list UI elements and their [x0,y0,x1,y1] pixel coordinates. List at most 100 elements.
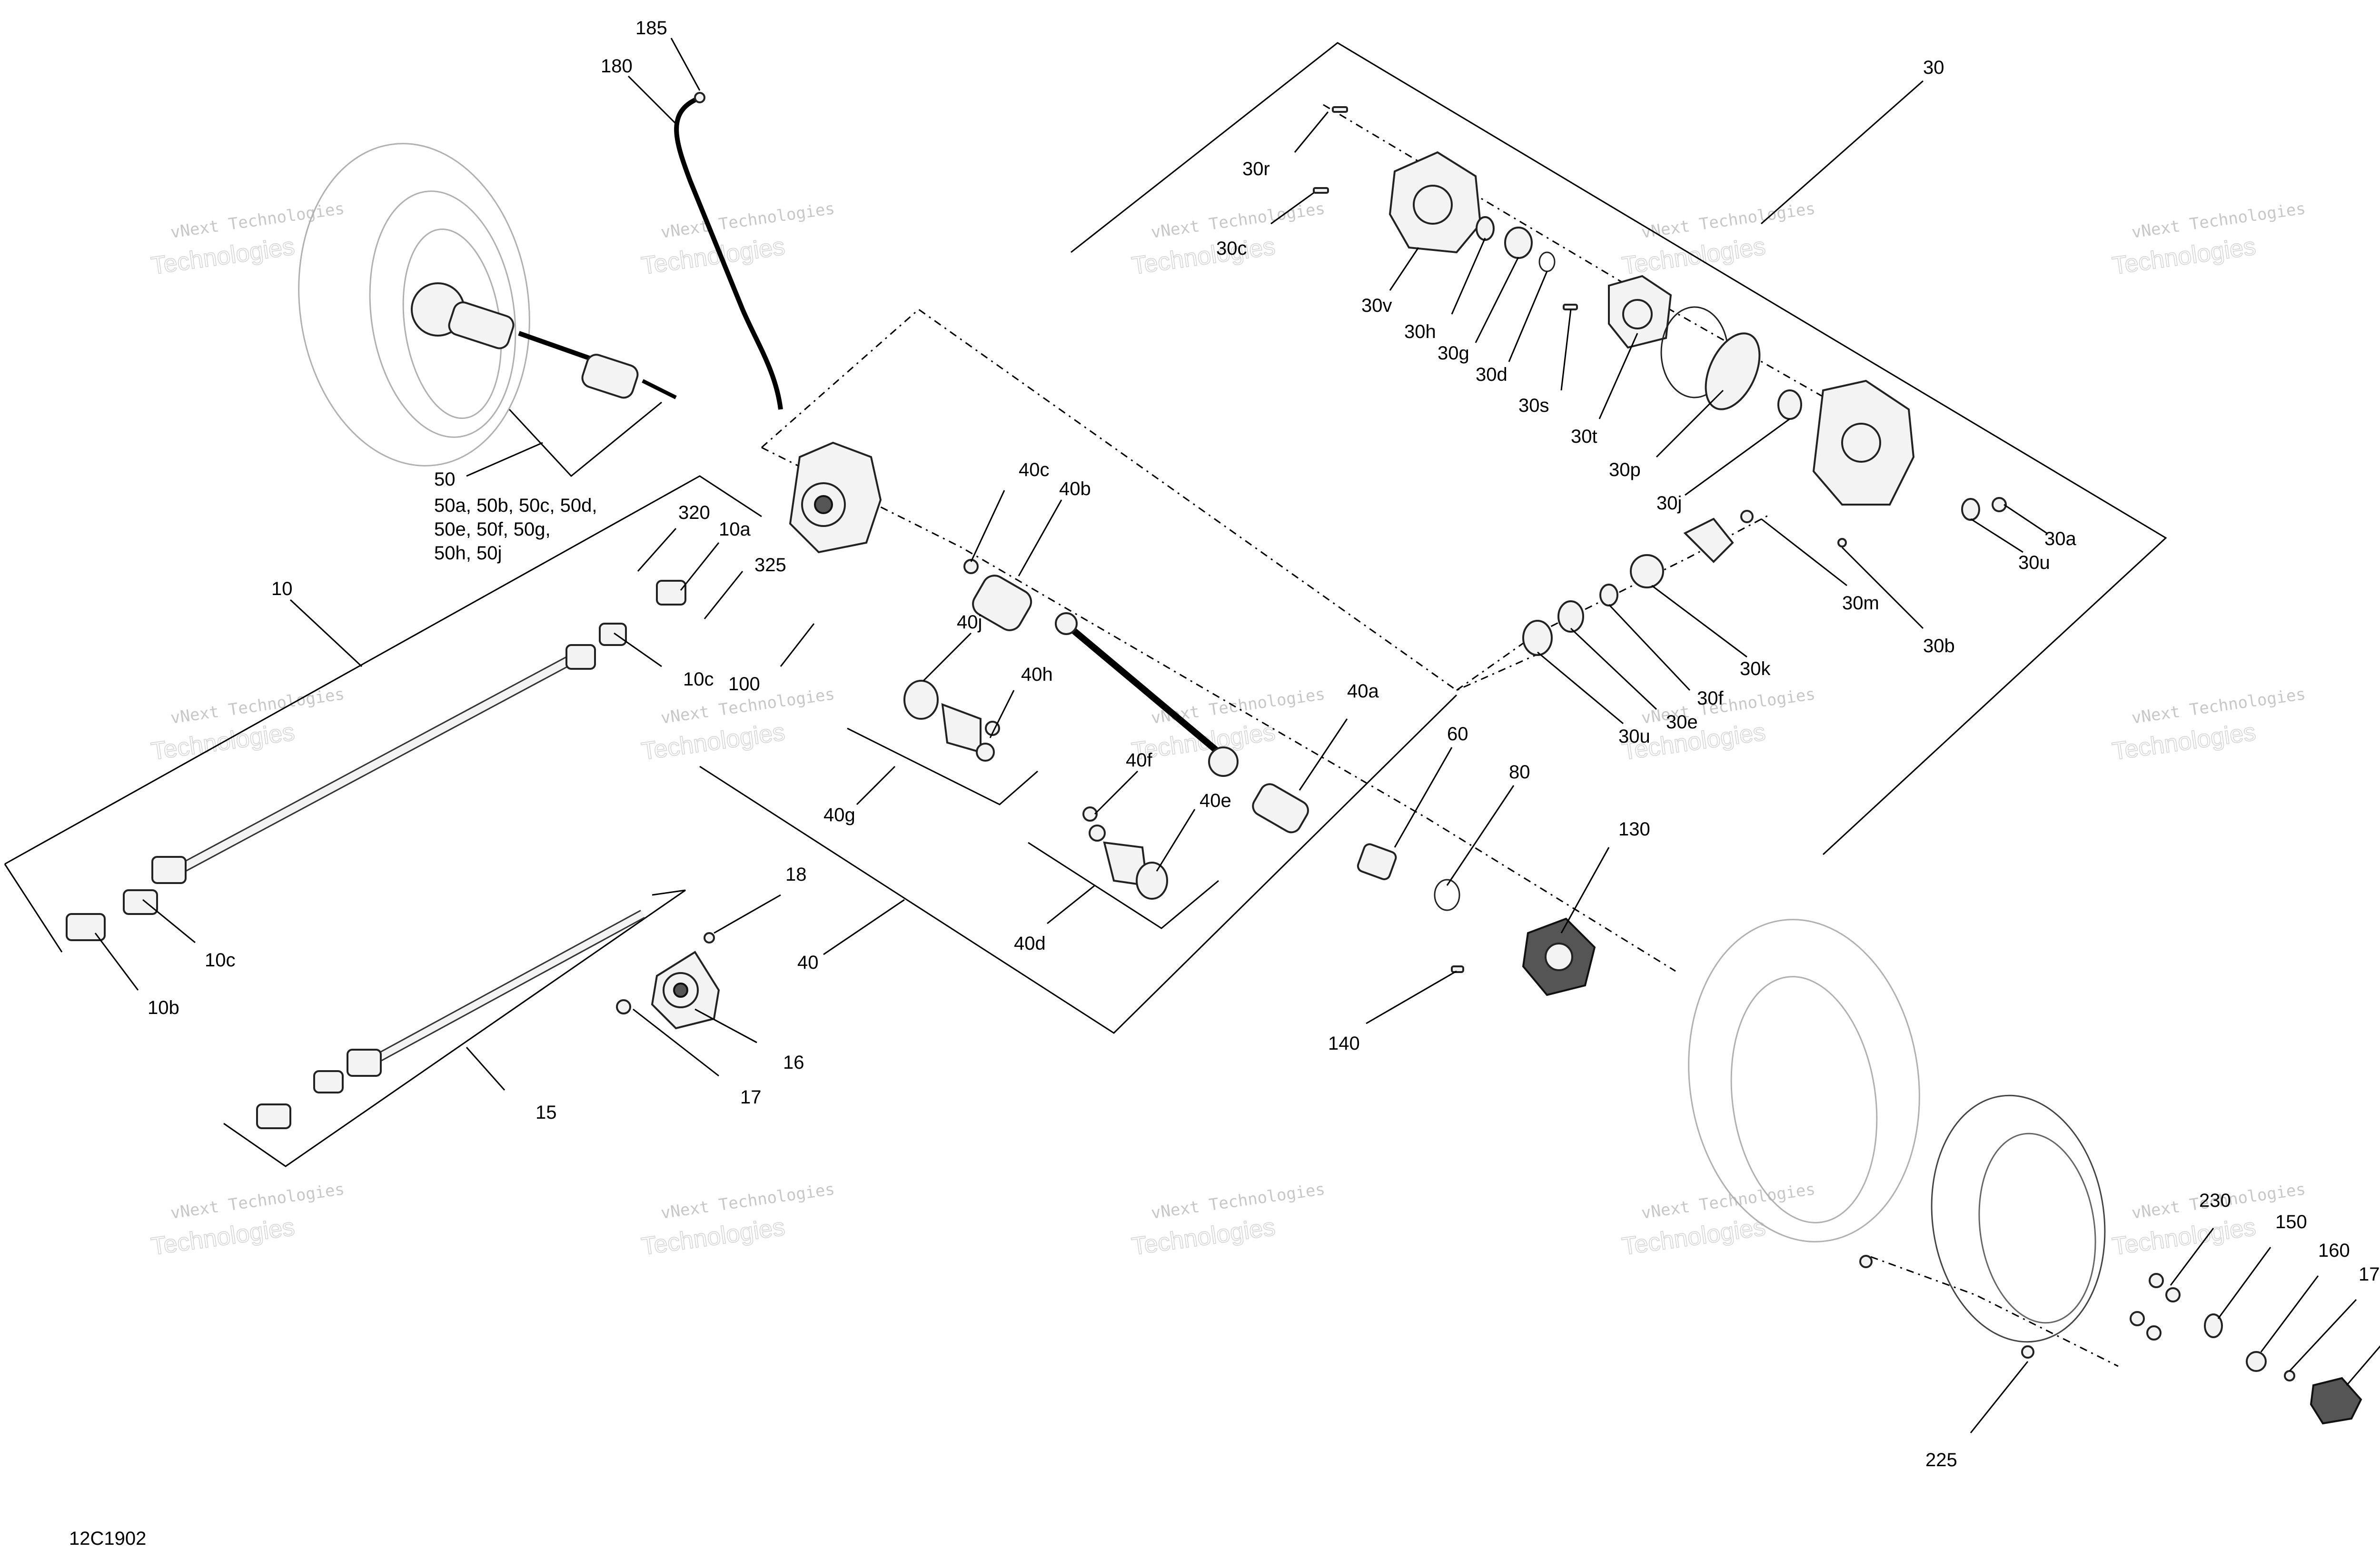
callout-leaders [94,38,2380,1433]
front-wheel-assembly [298,143,677,467]
callout-30p: 30p [1609,459,1641,480]
callout-labels: 185 180 30 30r 30c 30v 30h 30g 30d 30s 3… [148,18,2380,1471]
watermark: vNext Technologies Technologies [149,1180,346,1261]
svg-text:vNext Technologies: vNext Technologies [169,199,346,242]
callout-40: 40 [797,952,819,973]
callout-30c: 30c [1216,238,1247,259]
callout-40f: 40f [1126,750,1152,771]
callout-160: 160 [2318,1240,2350,1261]
svg-text:vNext Technologies: vNext Technologies [169,685,346,728]
leader-15 [466,1047,506,1091]
callout-15: 15 [536,1102,557,1123]
callout-30t: 30t [1571,426,1597,447]
group-40g-outline [847,727,1038,805]
watermark: vNext Technologies Technologies [1620,199,1816,280]
leader-40 [823,899,905,955]
callout-40b: 40b [1059,478,1091,499]
rear-wheel-assembly [1688,919,2362,1425]
callout-30u-bottom: 30u [1618,726,1650,747]
callout-10b: 10b [148,997,179,1018]
callout-40e: 40e [1200,790,1231,811]
callout-30m: 30m [1842,593,1879,614]
callout-30u-top: 30u [2018,552,2050,573]
callout-50-list-2: 50e, 50f, 50g, [434,519,551,540]
center-differential [789,441,882,554]
svg-text:vNext Technologies: vNext Technologies [1640,1180,1816,1223]
leader-30 [1761,80,1924,225]
callout-40a: 40a [1347,681,1379,702]
shaft-15 [256,910,720,1129]
group-15-outline [223,889,686,1167]
watermark: vNext Technologies Technologies [639,685,836,766]
callout-50-list-1: 50a, 50b, 50c, 50d, [434,495,597,516]
callout-30k: 30k [1740,658,1771,679]
svg-text:vNext Technologies: vNext Technologies [660,199,836,242]
callout-60: 60 [1447,724,1468,745]
half-shaft-50 [411,282,677,399]
svg-text:vNext Technologies: vNext Technologies [2131,199,2307,242]
svg-text:vNext Technologies: vNext Technologies [1150,1180,1326,1223]
tire-outline [298,143,530,467]
callout-140: 140 [1328,1033,1360,1054]
drive-shaft-40 [903,559,1309,900]
callout-80: 80 [1509,762,1530,783]
callout-30b: 30b [1923,636,1955,656]
group-30-outline [1071,42,2167,855]
callout-130: 130 [1618,819,1650,840]
group-50-outline [508,401,662,477]
callout-50-list-3: 50h, 50j [434,543,502,564]
watermark: vNext Technologies Technologies [2110,199,2307,280]
callout-30r: 30r [1242,159,1270,179]
callout-325: 325 [754,555,786,576]
callout-10c-bottom: 10c [205,950,236,971]
callout-10c-top: 10c [683,669,714,690]
svg-text:vNext Technologies: vNext Technologies [1150,685,1326,728]
callout-10a: 10a [719,519,751,540]
callout-30a: 30a [2044,528,2076,549]
callout-225: 225 [1925,1450,1957,1471]
svg-text:vNext Technologies: vNext Technologies [1150,199,1326,242]
axis-dash-30 [1323,104,1904,444]
callout-30: 30 [1923,57,1944,78]
rear-tire-inner [1730,976,1878,1223]
hub-130 [1522,917,1596,996]
svg-text:vNext Technologies: vNext Technologies [660,1180,836,1223]
callout-320: 320 [678,502,710,523]
callout-50: 50 [434,469,456,490]
group-40d-outline [1028,842,1219,929]
callout-30e: 30e [1666,712,1698,733]
wheel-hub-parts [1357,843,1596,996]
watermark: vNext Technologies Technologies [639,1180,836,1261]
callout-30h: 30h [1404,321,1436,342]
axis-dash-40 [761,308,1543,691]
document-code: 12C1902 [69,1528,146,1549]
callout-230: 230 [2199,1190,2231,1211]
callout-40g: 40g [823,805,855,825]
watermark: vNext Technologies Technologies [639,199,836,280]
callout-185: 185 [635,18,667,39]
callout-170: 170 [2359,1264,2380,1285]
callout-180: 180 [601,56,633,77]
svg-text:vNext Technologies: vNext Technologies [1640,199,1816,242]
bearing-16 [651,951,720,1030]
callout-30j: 30j [1656,493,1682,514]
svg-text:vNext Technologies: vNext Technologies [2131,685,2307,728]
group-40-outline [699,694,1458,1034]
callout-40h: 40h [1021,664,1053,685]
callout-30f: 30f [1697,688,1724,709]
breather-tube [674,92,783,410]
tire-inner [369,190,516,438]
rear-differential-30 [1313,106,2007,656]
group-10-outline-lower [4,864,63,953]
callout-30g: 30g [1438,343,1469,364]
group-10-outline [4,475,762,865]
callout-40c: 40c [1019,459,1050,480]
rear-rim-inner [1978,1133,2096,1324]
watermark: vNext Technologies Technologies [1130,1180,1326,1261]
leader-10 [289,599,363,667]
callout-30d: 30d [1476,364,1507,385]
callout-30v: 30v [1361,295,1392,316]
callout-40d: 40d [1014,933,1046,954]
callout-30s: 30s [1518,395,1549,416]
